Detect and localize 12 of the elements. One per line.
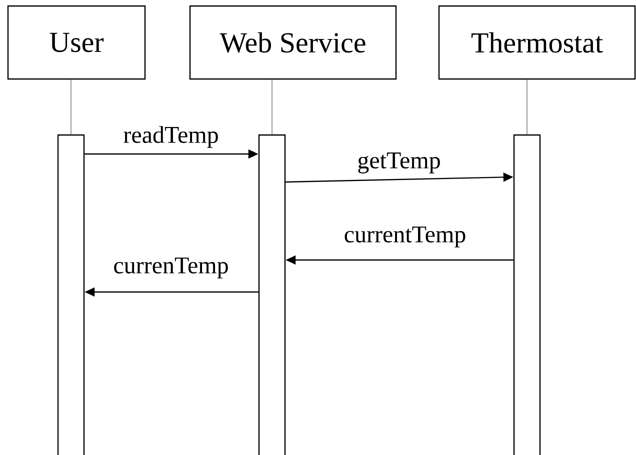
activation-bar xyxy=(57,134,85,455)
edge-label: currenTemp xyxy=(112,256,230,280)
lifeline xyxy=(526,79,528,135)
edge-label: readTemp xyxy=(122,125,220,149)
activation-bar xyxy=(513,134,541,455)
actor-box: User xyxy=(7,5,146,80)
edge-label: currentTemp xyxy=(342,226,468,248)
actor-box: Thermostat xyxy=(438,5,636,80)
actor-box: Web Service xyxy=(189,5,397,80)
edge-label: getTemp xyxy=(356,152,442,174)
activation-bar xyxy=(258,134,286,455)
lifeline xyxy=(70,79,72,135)
